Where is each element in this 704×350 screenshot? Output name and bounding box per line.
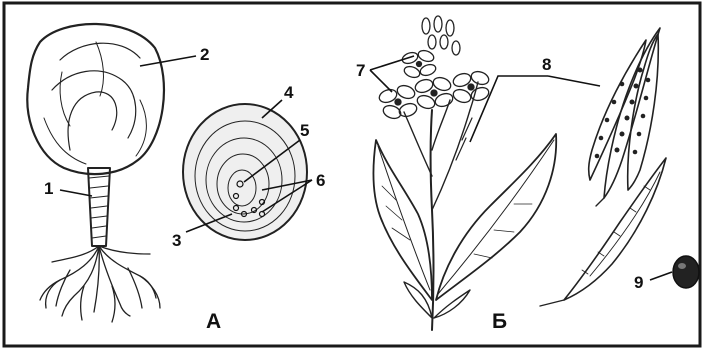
callout-6: 6 (316, 171, 325, 190)
callout-2: 2 (200, 45, 209, 64)
panel-b: 7 8 9 Б (356, 16, 699, 333)
leader-2 (140, 56, 196, 66)
callout-7: 7 (356, 61, 365, 80)
callout-1: 1 (44, 179, 53, 198)
plant-leaf-left (373, 140, 432, 300)
cabbage-roots (40, 246, 160, 322)
panel-a: 1 2 3 4 5 6 А (27, 24, 325, 333)
cabbage-stem (88, 168, 110, 246)
callout-3: 3 (172, 231, 181, 250)
callout-9: 9 (634, 273, 643, 292)
leader-8b (548, 76, 600, 86)
cabbage-cross-section (183, 104, 307, 240)
figure-border (4, 3, 700, 346)
closed-seed-pod (540, 158, 666, 306)
plant-flowers (377, 16, 490, 121)
callout-5: 5 (300, 121, 309, 140)
pod-seeds (595, 68, 651, 159)
leader-1 (60, 190, 92, 196)
panel-label-a: А (206, 310, 221, 333)
leader-9 (650, 272, 672, 280)
leader-8a (470, 76, 548, 142)
seed (673, 256, 699, 288)
leader-7a (370, 70, 392, 92)
panel-label-b: Б (492, 310, 507, 333)
callout-8: 8 (542, 55, 551, 74)
callout-4: 4 (284, 83, 294, 102)
cabbage-head (27, 24, 164, 174)
